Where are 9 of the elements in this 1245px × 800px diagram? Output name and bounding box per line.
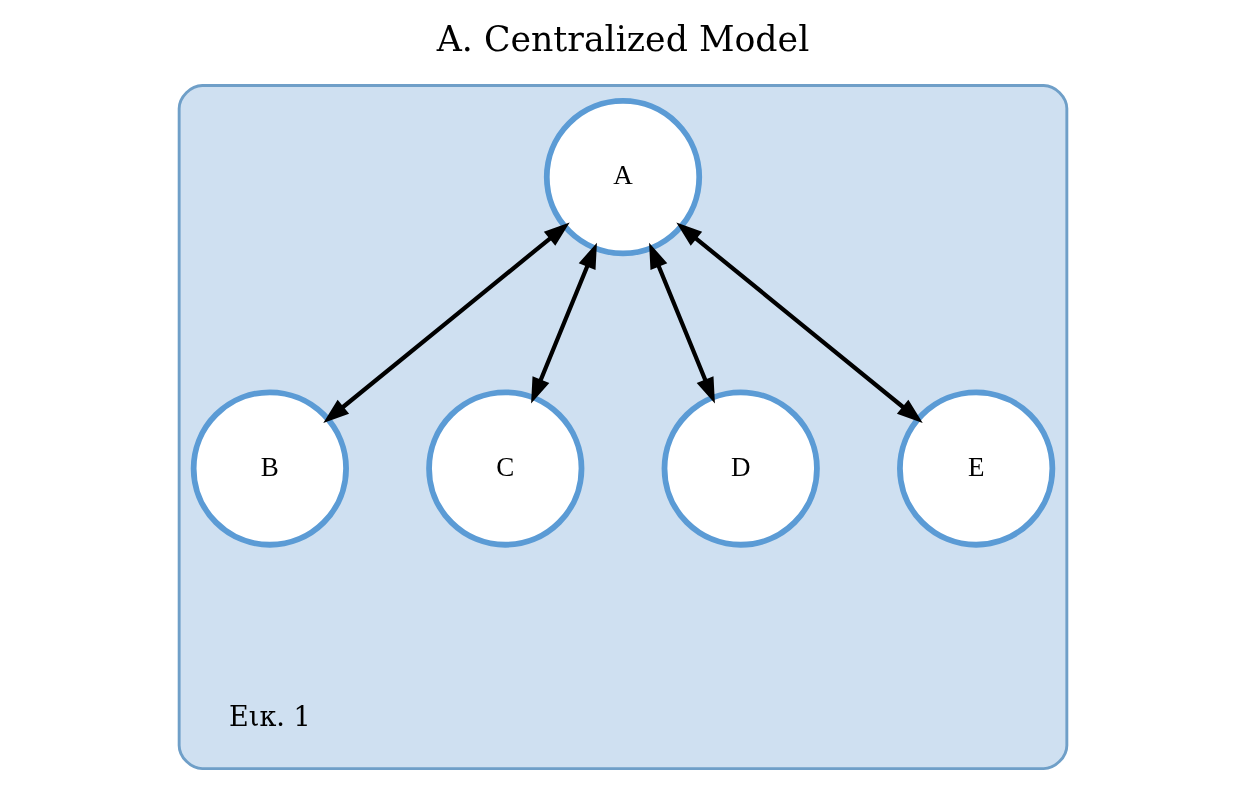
arrow: [322, 222, 570, 424]
arrow: [530, 242, 597, 404]
label: Εικ. 1: [228, 700, 311, 732]
arrow: [675, 222, 923, 424]
arrow: [648, 242, 715, 404]
diagram-title: A. Centralized Model: [436, 19, 809, 60]
cluster: [177, 84, 1068, 771]
node-circle: D: [661, 389, 820, 548]
node-circle: C: [425, 389, 584, 548]
